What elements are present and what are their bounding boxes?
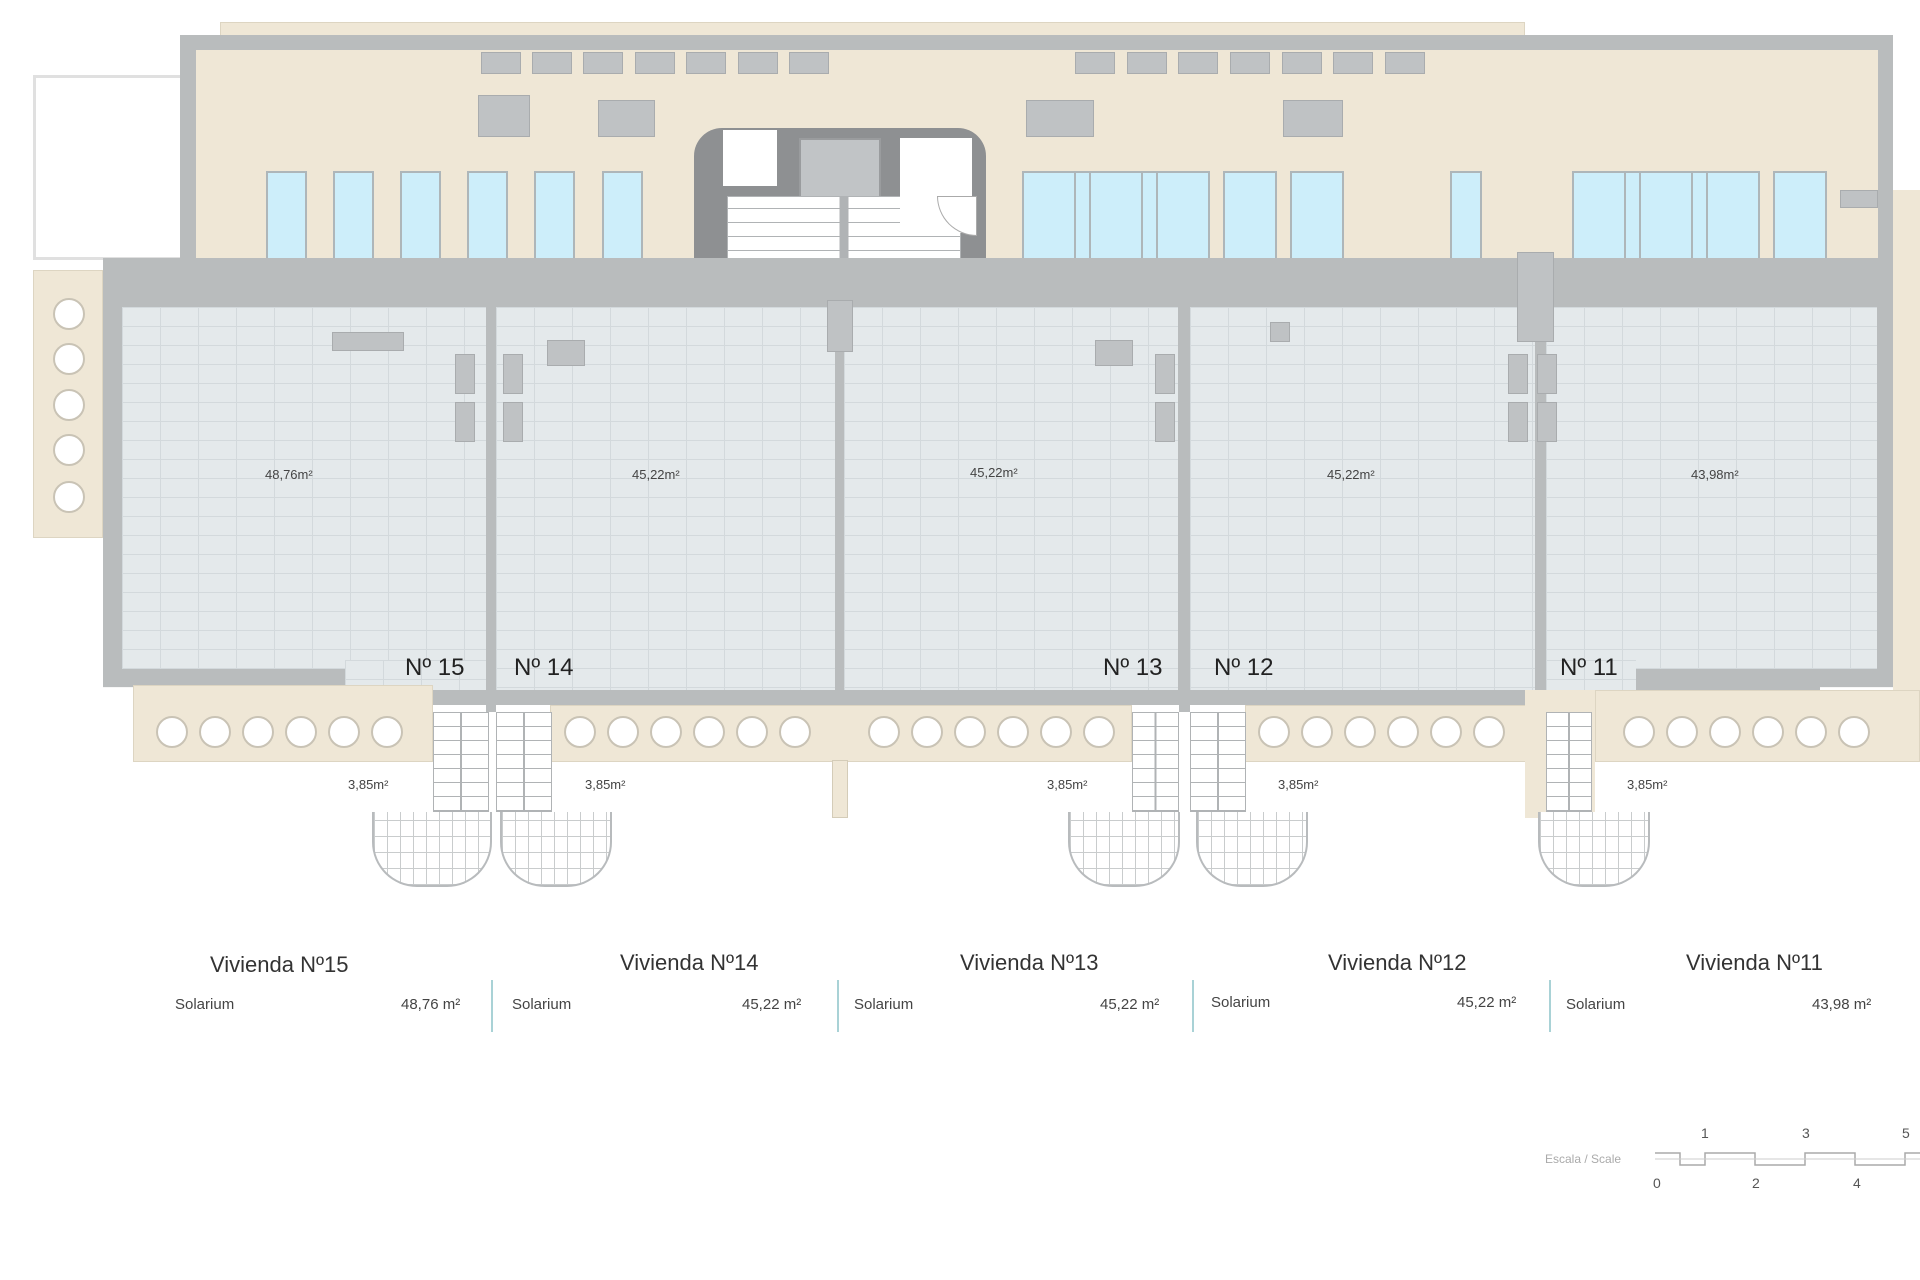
- area-label-12: 45,22m²: [1327, 467, 1375, 482]
- right-terrace-strip: [1893, 190, 1920, 762]
- legend-title-13: Vivienda Nº13: [960, 950, 1099, 975]
- legend-room-11: Solarium: [1566, 996, 1626, 1013]
- legend-area-15: 48,76 m²: [401, 996, 461, 1013]
- spiral-stair-12: [1196, 812, 1308, 887]
- area-label-14: 45,22m²: [632, 467, 680, 482]
- planter-pot: [53, 481, 85, 513]
- area-label-11: 43,98m²: [1691, 467, 1739, 482]
- equipment-box: [1537, 402, 1557, 442]
- stair-core-storage: [723, 130, 777, 186]
- exterior-stair-11: [1546, 712, 1592, 812]
- solarium-floor-11: [1546, 307, 1877, 669]
- stair-area-label-15: 3,85m²: [348, 777, 389, 792]
- planter-pot: [53, 298, 85, 330]
- legend-separator: [1192, 980, 1194, 1032]
- legend-area-11: 43,98 m²: [1812, 996, 1872, 1013]
- legend-room-12: Solarium: [1211, 994, 1271, 1011]
- legend-separator: [837, 980, 839, 1032]
- void-area: [33, 75, 183, 260]
- legend-title-15: Vivienda Nº15: [210, 952, 349, 977]
- equipment-box: [332, 332, 404, 351]
- solarium-floor-12: [1190, 307, 1535, 690]
- equipment-box: [503, 402, 523, 442]
- equipment-box: [1155, 354, 1175, 394]
- planter-leg: [832, 760, 848, 818]
- legend-title-12: Vivienda Nº12: [1328, 950, 1467, 975]
- equipment-box: [455, 402, 475, 442]
- solarium-floor-13: [844, 307, 1178, 690]
- legend-area-14: 45,22 m²: [742, 996, 802, 1013]
- exterior-stair-13: [1132, 712, 1179, 812]
- solarium-floor-11-ext: [1546, 660, 1636, 690]
- spiral-stair-11: [1538, 812, 1650, 887]
- chimney: [1517, 252, 1554, 342]
- equipment-box: [1270, 322, 1290, 342]
- equipment-box: [547, 340, 585, 366]
- scale-tick-4: 4: [1853, 1175, 1861, 1191]
- equipment-box: [1026, 100, 1094, 137]
- planter-pot: [53, 389, 85, 421]
- equipment-box: [1537, 354, 1557, 394]
- equipment-box: [1283, 100, 1343, 137]
- solarium-floor-14: [496, 307, 835, 690]
- equipment-box: [1155, 402, 1175, 442]
- unit-number-14: Nº 14: [514, 654, 574, 681]
- equipment-box: [598, 100, 655, 137]
- legend-room-14: Solarium: [512, 996, 572, 1013]
- legend-title-11: Vivienda Nº11: [1686, 950, 1823, 975]
- stair-area-label-11: 3,85m²: [1627, 777, 1668, 792]
- scale-tick-1: 1: [1701, 1125, 1709, 1141]
- party-wall: [486, 307, 496, 712]
- scale-tick-5: 5: [1902, 1125, 1910, 1141]
- spiral-stair-15: [372, 812, 492, 887]
- exterior-stair-15: [433, 712, 489, 812]
- spiral-stair-13: [1068, 812, 1180, 887]
- equipment-box: [503, 354, 523, 394]
- solarium-floor-15: [122, 307, 486, 669]
- party-wall: [835, 307, 844, 690]
- legend-area-13: 45,22 m²: [1100, 996, 1160, 1013]
- party-wall: [1179, 307, 1190, 712]
- vent-box: [1840, 190, 1878, 208]
- unit-number-12: Nº 12: [1214, 654, 1274, 681]
- unit-number-11: Nº 11: [1560, 654, 1618, 681]
- exterior-stair-14: [496, 712, 552, 812]
- planter-pot: [53, 434, 85, 466]
- party-wall: [1536, 307, 1546, 712]
- unit-legend: Vivienda Nº15 Solarium 48,76 m² Vivienda…: [0, 940, 1920, 1050]
- stair-area-label-14: 3,85m²: [585, 777, 626, 792]
- area-label-13: 45,22m²: [970, 465, 1018, 480]
- equipment-box: [1095, 340, 1133, 366]
- planter-pot: [53, 343, 85, 375]
- equipment-box: [455, 354, 475, 394]
- legend-room-13: Solarium: [854, 996, 914, 1013]
- equipment-box: [478, 95, 530, 137]
- scale-tick-3: 3: [1802, 1125, 1810, 1141]
- scale-tick-0: 0: [1653, 1175, 1661, 1191]
- equipment-box: [1508, 354, 1528, 394]
- legend-separator: [1549, 980, 1551, 1032]
- chimney: [827, 300, 853, 352]
- equipment-box: [1508, 402, 1528, 442]
- spiral-stair-14: [500, 812, 612, 887]
- scale-label: Escala / Scale: [1545, 1152, 1622, 1166]
- legend-separator: [491, 980, 493, 1032]
- stair-area-label-12: 3,85m²: [1278, 777, 1319, 792]
- scale-tick-2: 2: [1752, 1175, 1760, 1191]
- exterior-stair-12: [1190, 712, 1246, 812]
- scale-bar: Escala / Scale 1 3 5 0 2 4: [1540, 1125, 1920, 1195]
- legend-title-14: Vivienda Nº14: [620, 950, 759, 975]
- scale-ruler-icon: [1655, 1152, 1920, 1166]
- legend-room-15: Solarium: [175, 996, 235, 1013]
- floor-plan: 48,76m² 45,22m² 45,22m² 45,22m² 43,98m² …: [33, 22, 1920, 887]
- legend-area-12: 45,22 m²: [1457, 994, 1517, 1011]
- stair-area-label-13: 3,85m²: [1047, 777, 1088, 792]
- area-label-15: 48,76m²: [265, 467, 313, 482]
- unit-number-13: Nº 13: [1103, 654, 1163, 681]
- planter-bottom-2: [550, 705, 1132, 762]
- unit-number-15: Nº 15: [405, 654, 465, 681]
